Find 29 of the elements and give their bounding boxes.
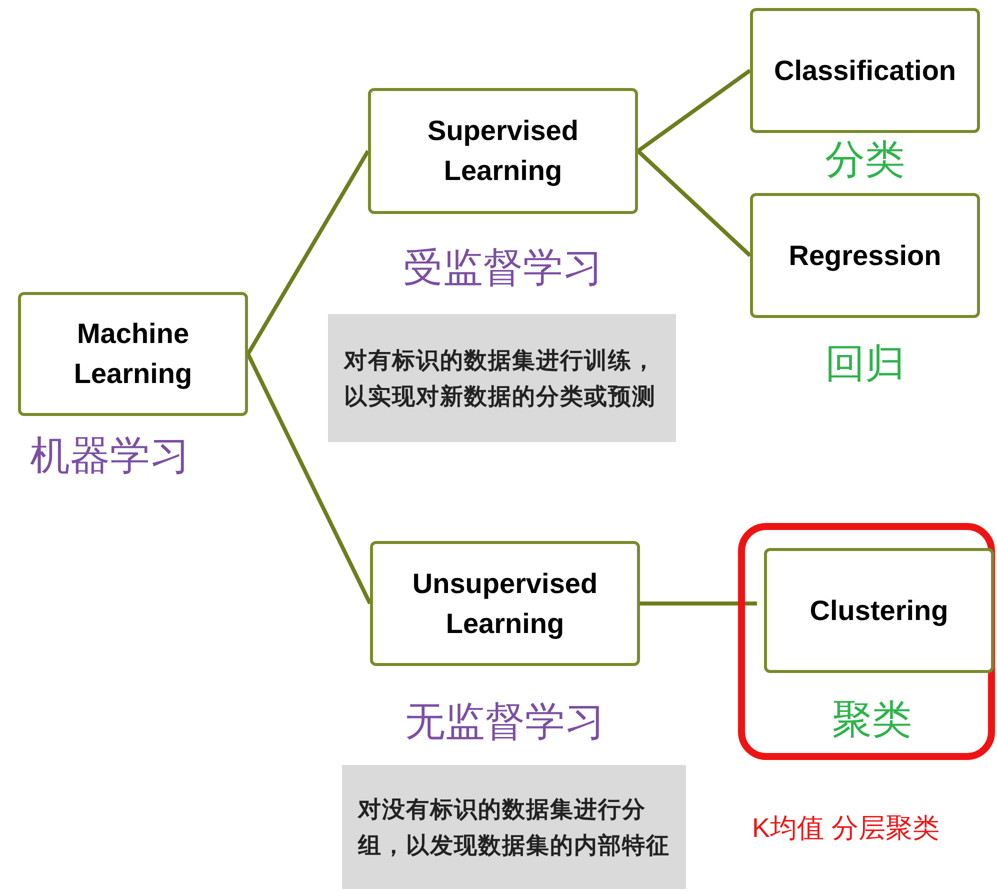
node-label: Classification xyxy=(772,54,958,88)
connector-line xyxy=(636,68,752,153)
note-box xyxy=(342,765,686,889)
chinese-caption: 受监督学习 xyxy=(402,245,604,292)
description-text: 对有标识的数据集进行训练，以实现对新数据的分类或预测 xyxy=(344,346,657,411)
node-label: Supervised Learning xyxy=(426,114,580,188)
node-label: Machine Learning xyxy=(72,317,194,391)
node-label: Clustering xyxy=(808,594,950,628)
node-label: Regression xyxy=(788,238,942,273)
connector-line xyxy=(640,602,757,606)
node-label: Unsupervised Learning xyxy=(411,566,599,641)
chinese-caption: 无监督学习 xyxy=(404,699,606,746)
chinese-caption: 机器学习 xyxy=(29,433,191,480)
chinese-caption: 分类 xyxy=(824,137,906,184)
chinese-caption: 回归 xyxy=(824,341,906,388)
process-box xyxy=(750,193,980,318)
connector-line xyxy=(246,150,370,356)
process-box xyxy=(750,8,980,133)
connector-line xyxy=(636,150,752,257)
process-box xyxy=(18,292,248,416)
algorithm-note: K均值 分层聚类 xyxy=(752,812,940,845)
connector-line xyxy=(246,353,372,604)
process-box xyxy=(368,88,638,214)
chinese-caption: 聚类 xyxy=(831,697,913,744)
note-box xyxy=(328,314,676,442)
description-text: 对没有标识的数据集进行分组，以发现数据集的内部特征 xyxy=(358,795,670,860)
highlight-frame xyxy=(738,523,995,760)
process-box xyxy=(370,541,640,666)
process-box xyxy=(764,548,994,673)
